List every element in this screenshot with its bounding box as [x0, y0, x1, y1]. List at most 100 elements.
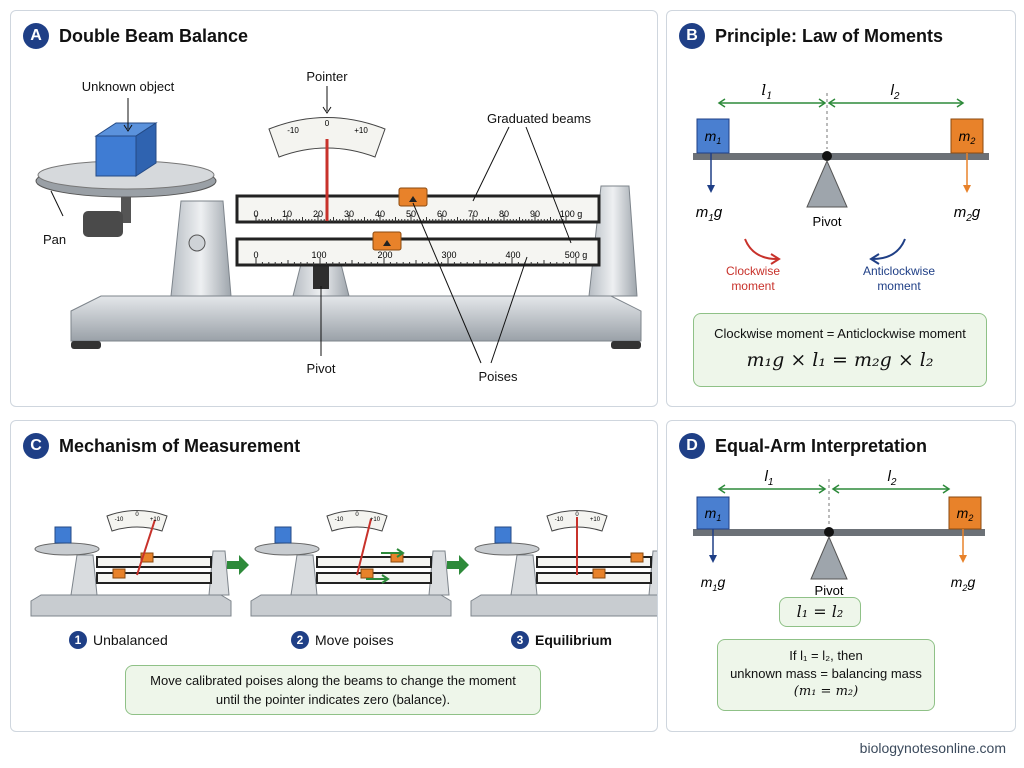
svg-text:m2: m2 — [959, 128, 976, 146]
b-mass-m1 — [696, 118, 730, 154]
base-foot-left — [71, 341, 101, 349]
b-pivot-label: Pivot — [813, 214, 842, 229]
panel-a: A Double Beam Balance — [10, 10, 658, 407]
base-foot-right — [611, 341, 641, 349]
d-equal-box: l₁ = l₂ — [779, 597, 861, 627]
step-1-number: 1 — [69, 631, 87, 649]
sequence-arrow-1 — [227, 555, 249, 575]
c-note-line-1: Move calibrated poises along the beams t… — [150, 673, 516, 688]
dial-tick-minus10: -10 — [287, 126, 299, 135]
top-beam-label: 30 — [344, 209, 354, 219]
bottom-beam-label: 400 — [505, 250, 520, 260]
c-note-line-2: until the pointer indicates zero (balanc… — [215, 692, 451, 707]
step-3-label: Equilibrium — [535, 632, 612, 648]
step-3-number: 3 — [511, 631, 529, 649]
mini-dial-tick: -10 — [335, 517, 344, 523]
d-m2g-label: m2g — [951, 574, 976, 593]
b-equation-box: Clockwise moment = Anticlockwise moment … — [693, 313, 987, 387]
d-l1-label: l1 — [765, 468, 774, 488]
label-poises: Poises — [478, 369, 518, 384]
svg-text:m1: m1 — [705, 128, 722, 146]
panel-b-badge: B — [679, 23, 705, 49]
d-l2-label: l2 — [888, 468, 897, 488]
b-equation-text: Clockwise moment = Anticlockwise moment — [714, 326, 966, 341]
bottom-beam-label: 500 g — [565, 250, 588, 260]
step-equilibrium: 3 Equilibrium — [511, 631, 612, 649]
panel-d-heading: Equal-Arm Interpretation — [715, 435, 928, 456]
bottom-beam-label: 0 — [253, 250, 258, 260]
b-clockwise-label: Clockwise — [726, 264, 780, 278]
panel-d-title: D Equal-Arm Interpretation — [679, 433, 927, 459]
mini-dial-tick: 0 — [355, 512, 359, 518]
b-lever-beam — [693, 153, 989, 160]
d-pivot-point — [824, 527, 834, 537]
step-unbalanced: 1 Unbalanced — [69, 631, 168, 649]
c-note-box: Move calibrated poises along the beams t… — [125, 665, 541, 715]
label-graduated-beams: Graduated beams — [487, 111, 592, 126]
step-2-number: 2 — [291, 631, 309, 649]
panel-b: B Principle: Law of Moments l1 l2 m1 m2 … — [666, 10, 1016, 407]
bottom-beam — [235, 237, 601, 267]
label-pivot: Pivot — [307, 361, 336, 376]
b-anticlockwise-label-2: moment — [877, 279, 921, 293]
b-pivot-point — [822, 151, 832, 161]
b-mass-m2 — [950, 118, 984, 154]
top-beam-label: 90 — [530, 209, 540, 219]
top-beam-label: 0 — [253, 209, 258, 219]
label-pointer: Pointer — [306, 69, 348, 84]
top-beam-label: 40 — [375, 209, 385, 219]
panel-a-title: A Double Beam Balance — [23, 23, 248, 49]
pivot-block — [313, 263, 329, 289]
mini-dial-tick: -10 — [115, 517, 124, 523]
panel-c-heading: Mechanism of Measurement — [59, 435, 301, 456]
bottom-beam-label: 100 — [311, 250, 326, 260]
measurement-sequence: -100+10-100+10-100+10 — [30, 510, 657, 617]
mini-balance-2: -100+10 — [250, 510, 452, 617]
panel-b-heading: Principle: Law of Moments — [715, 25, 944, 46]
top-beam-label: 20 — [313, 209, 323, 219]
top-beam-label: 10 — [282, 209, 292, 219]
footer-site: biologynotesonline.com — [859, 740, 1006, 756]
d-pivot-label: Pivot — [815, 583, 844, 598]
double-beam-balance-illustration: Unknown object Pointer Graduated beams P… — [35, 69, 642, 384]
balance-base — [70, 295, 642, 342]
panel-d-badge: D — [679, 433, 705, 459]
d-fulcrum — [810, 535, 848, 580]
b-anticlockwise-label: Anticlockwise — [863, 264, 935, 278]
mini-dial-tick: 0 — [575, 512, 579, 518]
mini-dial-tick: +10 — [590, 517, 601, 523]
top-beam-label: 60 — [437, 209, 447, 219]
top-beam-label: 70 — [468, 209, 478, 219]
d-if-line: If l₁ = l₂, then — [789, 648, 863, 663]
mini-dial-tick: -10 — [555, 517, 564, 523]
svg-text:m2: m2 — [957, 505, 974, 523]
top-beam-label: 50 — [406, 209, 416, 219]
label-unknown-object: Unknown object — [82, 79, 175, 94]
mini-dial-tick: +10 — [150, 517, 161, 523]
step-move-poises: 2 Move poises — [291, 631, 394, 649]
pointer-dial — [268, 117, 386, 158]
svg-text:m1: m1 — [705, 505, 722, 523]
bottom-beam-label: 200 — [377, 250, 392, 260]
sequence-arrow-2 — [447, 555, 469, 575]
d-conclusion-box: If l₁ = l₂, then unknown mass = balancin… — [717, 639, 935, 711]
panel-c: C Mechanism of Measurement -10 0 +10 -10 0 +1… — [10, 420, 658, 732]
panel-c-title: C Mechanism of Measurement — [23, 433, 300, 459]
panel-c-badge: C — [23, 433, 49, 459]
mini-balance-3: -10 0 +10 — [470, 510, 657, 617]
b-fulcrum — [806, 159, 848, 208]
dial-tick-plus10: +10 — [354, 126, 368, 135]
b-formula: m₁g × l₁ = m₂g × l₂ — [746, 349, 934, 371]
panel-a-badge: A — [23, 23, 49, 49]
pan-stem — [121, 183, 131, 223]
d-mass-line: unknown mass = balancing mass — [730, 666, 922, 681]
bottom-beam-tick-marks — [255, 258, 577, 265]
panel-a-heading: Double Beam Balance — [59, 25, 249, 46]
top-beam-tick-marks — [255, 215, 567, 222]
b-anticlockwise-arrow — [872, 238, 906, 260]
label-pan: Pan — [43, 232, 66, 247]
b-m2g-label: m2g — [954, 204, 981, 224]
panel-b-title: B Principle: Law of Moments — [679, 23, 943, 49]
bottom-beam-label: 300 — [441, 250, 456, 260]
d-mass-eq: (m₁ = m₂) — [793, 684, 859, 699]
